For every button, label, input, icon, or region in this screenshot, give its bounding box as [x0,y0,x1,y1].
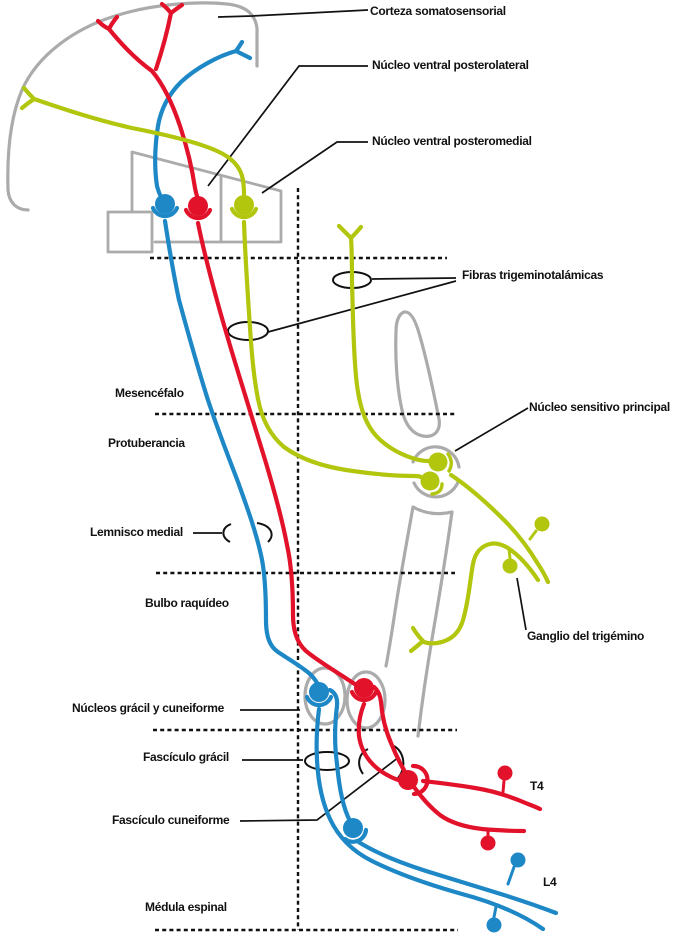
red-thalamic-synapse-cup [183,207,213,221]
green-principal-nucleus-cell-lower [420,471,440,491]
leader-principal-nucleus [454,407,529,452]
cuneate-nucleus-ring [345,670,387,730]
red-pathway [95,1,543,851]
green-principal-nucleus-cell-upper [428,452,448,472]
red-drg-cell-upper [497,765,513,781]
leader-trigeminothalamic-2 [267,280,457,333]
label-cuneate-fasciculus: Fascículo cuneiforme [112,813,230,827]
red-ganglion-stalk-upper [501,779,506,794]
blue-l4-afferent-upper [354,838,559,916]
blue-ganglion-stalk-upper [506,865,516,886]
label-gracile-cuneate-nuclei: Núcleos grácil y cuneiforme [72,701,224,715]
blue-drg-cell-upper [510,852,526,868]
green-principal-synapse-cups [430,452,453,496]
green-ganglion-stalk-lower [507,547,512,560]
red-thalamic-cell [188,196,208,216]
blue-dorsal-horn-cell [343,818,363,838]
label-pons: Protuberancia [108,436,185,450]
blue-dorsal-horn-axon [327,687,353,824]
blue-thalamic-synapse-cup [150,205,180,219]
gray-structures [6,1,461,738]
leader-trigeminal-ganglion [516,577,527,631]
label-trigeminothalamic-fibers: Fibras trigeminotalámicas [462,268,604,282]
blue-medial-lemniscus [162,218,321,688]
blue-thalamocortical-axon [153,39,253,202]
green-thalamic-synapse-cup [229,206,259,220]
leader-vpl [207,65,368,187]
blue-drg-cell-lower [486,917,502,933]
blue-thalamic-cell [155,194,175,214]
label-vpm: Núcleo ventral posteromedial [372,134,532,148]
label-l4: L4 [543,875,557,889]
red-cuneate-synapse-cup [349,689,379,703]
label-trigeminal-ganglion: Ganglio del trigémino [527,629,645,643]
leader-lines [193,9,529,822]
green-pathway [19,85,551,654]
label-medial-lemniscus: Lemnisco medial [90,525,183,539]
leader-cortex [217,9,369,18]
label-vpl: Núcleo ventral posterolateral [372,58,529,72]
green-ganglion-stalk-upper [528,529,538,541]
red-drg-cell-lower [480,835,496,851]
label-spinal-cord: Médula espinal [145,900,227,914]
red-cuneate-nucleus-cell [354,678,374,698]
cortex-outline [6,1,259,212]
principal-nucleus-ring [411,445,461,499]
thalamus-box [130,150,283,244]
green-trigeminothalamic-fiber-b [336,223,431,464]
green-ganglion-central-process [448,472,551,585]
label-cortex: Corteza somatosensorial [370,4,506,18]
label-gracile-fasciculus: Fascículo grácil [143,750,229,764]
red-thalamocortical-axon [95,1,200,199]
blue-pathway [150,39,559,933]
leader-vpm [261,141,368,194]
blue-gracile-nucleus-cell [309,682,329,702]
medial-lemniscus-ellipse [222,522,273,543]
spinal-trigeminal-band [384,505,454,738]
green-trigeminal-ganglion-cell-upper [534,516,550,532]
green-spinal-trigeminal-fiber [408,541,541,654]
red-t4-afferent-upper [420,778,543,812]
green-trigeminal-ganglion-cell-lower [502,558,518,574]
mesencephalic-tract-outline [394,310,441,438]
green-thalamic-cell [234,195,254,215]
label-medulla: Bulbo raquídeo [145,596,229,610]
label-principal-sensory-nucleus: Núcleo sensitivo principal [529,400,670,414]
label-t4: T4 [530,779,544,793]
red-primary-afferent-ascending [371,684,527,834]
green-trigeminothalamic-fiber-a [241,219,424,480]
red-medial-lemniscus [195,220,361,689]
blue-gracile-synapse-cup [304,694,334,708]
green-thalamocortical-axon [19,85,247,197]
section-boundary-lines [150,188,458,932]
leader-cuneate-fasciculus [239,756,400,822]
thalamus-box-left [106,210,154,254]
label-midbrain: Mesencéfalo [115,386,184,400]
gracile-nucleus-ring [303,666,347,726]
gracile-fasciculus-ellipse [304,751,350,771]
blue-ganglion-stalk-lower [492,905,498,919]
leader-trigeminothalamic-1 [371,277,457,280]
blue-primary-afferent-ascending [314,706,546,932]
red-dorsal-horn-axon [356,701,405,784]
